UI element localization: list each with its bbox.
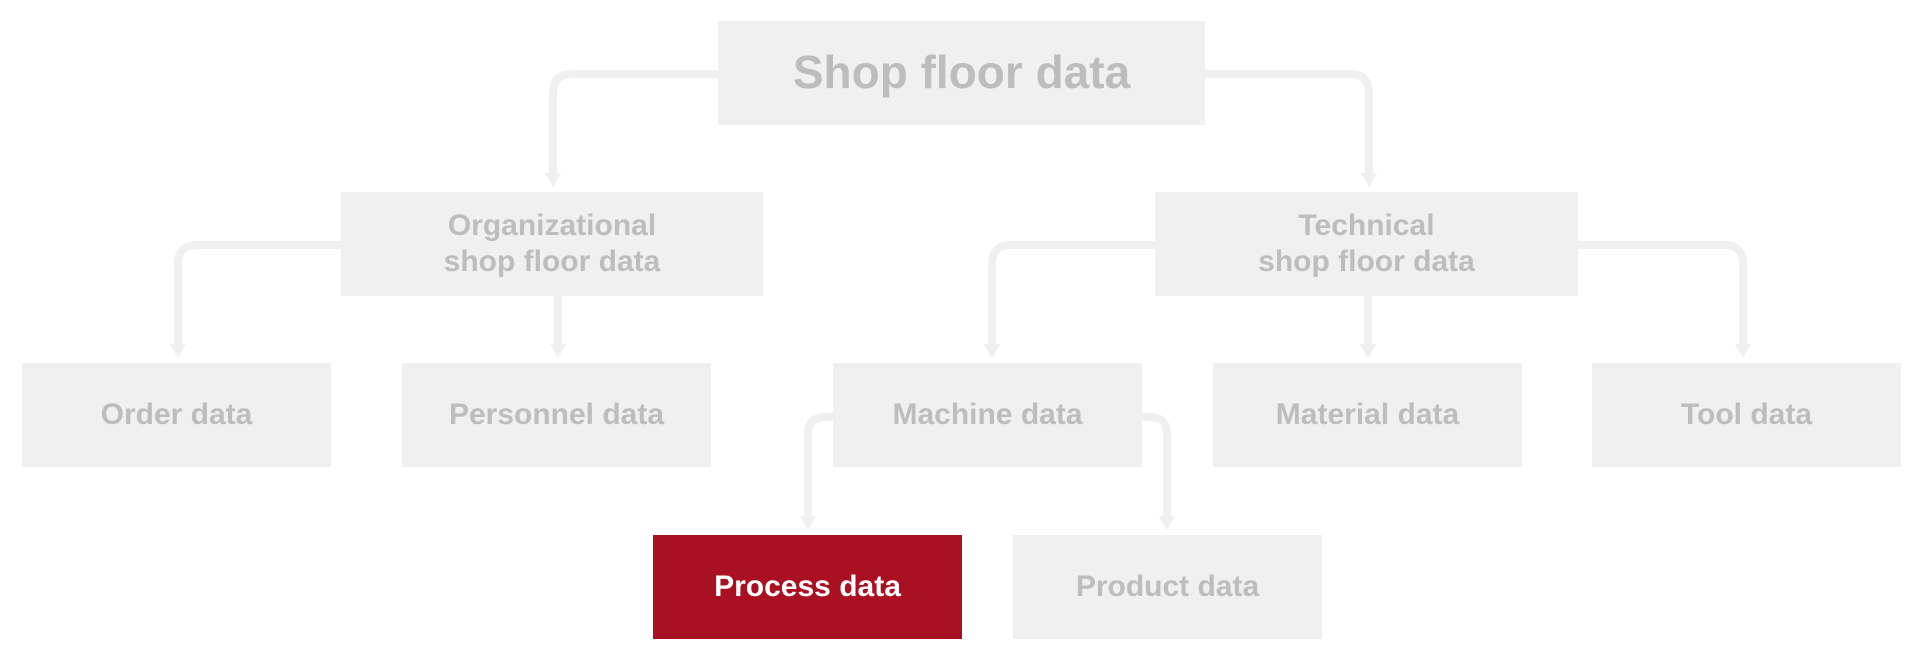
node-shop-floor-data: Shop floor data: [718, 21, 1205, 125]
connector-org-order: [174, 241, 341, 344]
node-label-line: Organizational: [447, 209, 657, 242]
arrowhead-process: [800, 516, 816, 530]
node-technical-shop-floor-data: Technical shop floor data: [1155, 192, 1578, 296]
connector-machine-product: [1142, 413, 1171, 516]
arrowhead-personnel: [550, 344, 566, 358]
connector-root-tech: [1205, 70, 1373, 173]
arrowhead-tool: [1735, 344, 1751, 358]
node-tool-data: Tool data: [1592, 363, 1901, 467]
node-shop-floor-data-label: Shop floor data: [793, 45, 1130, 100]
arrowhead-org: [545, 173, 561, 187]
node-product-data: Product data: [1013, 535, 1322, 639]
node-label-line: Technical: [1298, 209, 1435, 242]
connector-machine-process: [804, 413, 833, 516]
node-label-line: Process data: [714, 570, 901, 603]
node-process-data: Process data: [653, 535, 962, 639]
arrowhead-order: [170, 344, 186, 358]
node-organizational-label: Organizational shop floor data: [444, 208, 661, 280]
node-label-line: Machine data: [892, 398, 1083, 431]
node-machine-data: Machine data: [833, 363, 1142, 467]
node-material-data: Material data: [1213, 363, 1522, 467]
arrowhead-tech: [1361, 173, 1377, 187]
node-label-line: Shop floor data: [792, 46, 1131, 99]
node-label-line: Tool data: [1680, 398, 1813, 431]
node-label-line: shop floor data: [443, 245, 661, 278]
node-label-line: Product data: [1075, 570, 1260, 603]
arrowhead-material: [1360, 344, 1376, 358]
node-label-line: shop floor data: [1258, 245, 1475, 278]
node-label-line: Material data: [1275, 398, 1460, 431]
node-organizational-shop-floor-data: Organizational shop floor data: [341, 192, 763, 296]
node-label-line: Order data: [100, 398, 253, 431]
connector-tech-tool: [1578, 241, 1747, 344]
arrowhead-machine: [984, 344, 1000, 358]
arrowhead-product: [1159, 516, 1175, 530]
node-order-data: Order data: [22, 363, 331, 467]
node-personnel-data: Personnel data: [402, 363, 711, 467]
connector-tech-machine: [988, 241, 1155, 344]
connector-root-org: [549, 70, 718, 173]
node-technical-label: Technical shop floor data: [1258, 208, 1475, 280]
node-label-line: Personnel data: [448, 398, 665, 431]
